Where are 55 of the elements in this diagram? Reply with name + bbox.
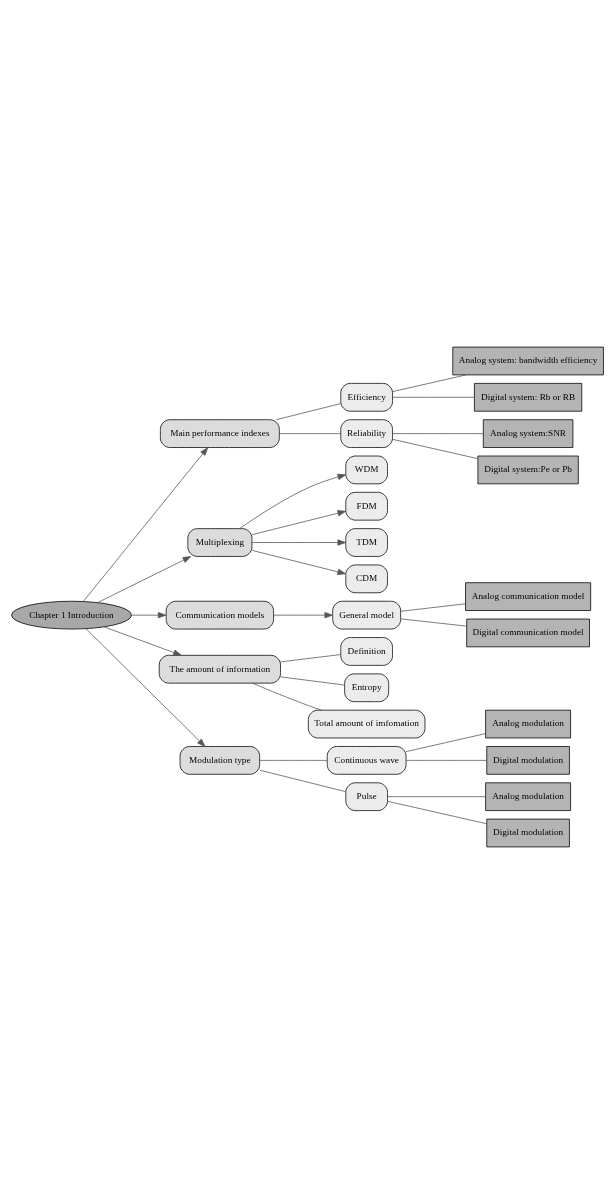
connector [400,618,467,627]
arrow [103,626,182,656]
node-box: Definition [340,637,393,666]
arrow [251,539,346,546]
node-box: Pulse [345,782,388,811]
node-box: Digital system:Pe or Pb [477,455,579,485]
node-box: Continuous wave [326,746,407,775]
node-box: The amount of information [158,654,281,684]
node-box: Analog system:SNR [482,419,574,448]
node-box: Analog modulation [485,709,571,739]
node-box: Analog system: bandwidth efficiency [452,346,604,376]
arrow [251,510,346,536]
node-box: TDM [345,528,388,557]
node-box: CDM [345,564,388,594]
connector [259,760,328,761]
connector [405,760,488,761]
node-box: Digital modulation [486,818,570,848]
node-box: Entropy [344,673,390,703]
node-box: Total amount of imfomation [307,709,426,739]
connector [405,733,486,752]
connector [400,603,466,612]
node-box: Modulation type [179,746,261,775]
connector [387,800,488,825]
arrow [273,612,333,619]
arrow [131,612,167,619]
node-box: FDM [345,491,388,521]
node-box: Multiplexing [187,528,253,557]
node-box: Communication models [165,600,274,630]
node-box: Digital system: Rb or RB [474,383,583,412]
node-box: Reliability [340,419,393,448]
node-box: Digital modulation [486,746,570,775]
connector [279,433,341,434]
node-box: Efficiency [340,383,393,412]
arrow [239,473,347,529]
node-box: Analog modulation [485,782,571,811]
arrow [251,550,346,575]
connector [259,769,347,793]
node-box: General model [332,600,402,630]
arrow [82,447,209,602]
node-box: Digital communication model [466,618,590,648]
node-box: Main performance indexes [160,419,280,448]
node-ellipse: Chapter 1 Introduction [11,600,132,630]
connector [392,396,475,398]
node-box: WDM [345,455,388,485]
arrow [85,628,206,747]
connector [392,433,484,434]
node-box: Analog communication model [465,582,592,611]
connector [387,796,486,798]
connector [280,676,345,686]
connector [280,654,341,663]
connector [276,403,341,421]
connector [392,374,467,392]
connector [392,439,478,459]
arrow [97,556,192,603]
connector [252,682,322,711]
